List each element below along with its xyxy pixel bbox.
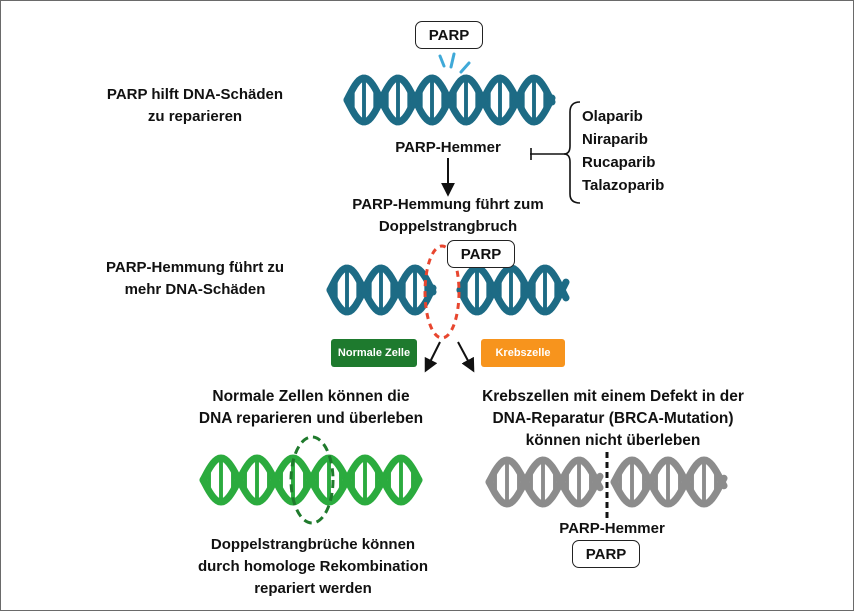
- caption-line: PARP hilft DNA-Schäden: [106, 86, 284, 103]
- caption-line: zu reparieren: [147, 108, 243, 125]
- caption-homologous-recombination: Doppelstrangbrüche können durch homologe…: [185, 534, 441, 600]
- double-strand-break-marker: [423, 244, 461, 340]
- arrow-to-cancer-cell: [457, 341, 475, 373]
- dna-strand: [456, 264, 570, 316]
- dna-helix-unrepaired-right: [610, 456, 728, 508]
- caption-line: Krebszellen mit einem Defekt in der: [482, 388, 744, 405]
- tag-normal-cell: Normale Zelle: [331, 339, 417, 367]
- drug-talazoparib: Talazoparib: [582, 177, 665, 194]
- caption-line: Doppelstrangbrüche können: [210, 536, 416, 553]
- tag-cancer-cell: Krebszelle: [481, 339, 565, 367]
- label-parp-inhibitor: PARP-Hemmer: [395, 139, 501, 156]
- caption-line: Doppelstrangbruch: [378, 218, 518, 235]
- caption-break-result: PARP-Hemmung führt zum Doppelstrangbruch: [330, 194, 566, 238]
- parp-signal-icon: [438, 52, 471, 74]
- label-parp-inhibitor-bottom: PARP-Hemmer: [559, 520, 665, 537]
- arrow-to-normal-cell: [424, 341, 441, 373]
- parp-label-middle: PARP: [447, 240, 515, 268]
- repair-site-marker: [289, 435, 335, 525]
- dna-strand: [326, 264, 437, 316]
- drug-rucaparib: Rucaparib: [582, 154, 656, 171]
- dna-strand: [326, 264, 437, 316]
- dna-helix-repaired: [199, 454, 423, 506]
- drug-bracket: [530, 101, 581, 204]
- caption-line: repariert werden: [254, 580, 372, 597]
- parp-label-bottom: PARP: [572, 540, 640, 568]
- dna-strand: [199, 454, 423, 506]
- caption-line: PARP-Hemmung führt zum: [352, 196, 544, 213]
- caption-line: Normale Zellen können die: [212, 388, 410, 405]
- caption-line: mehr DNA-Schäden: [124, 281, 266, 298]
- dna-helix-intact: [343, 74, 556, 126]
- drug-niraparib: Niraparib: [582, 131, 648, 148]
- caption-line: DNA reparieren und überleben: [198, 410, 424, 427]
- dna-strand: [343, 74, 556, 126]
- dna-strand: [485, 456, 604, 508]
- caption-line: PARP-Hemmung führt zu: [105, 259, 285, 276]
- dna-strand: [456, 264, 570, 316]
- parp-label-top: PARP: [415, 21, 483, 49]
- caption-line: können nicht überleben: [525, 432, 701, 449]
- caption-line: durch homologe Rekombination: [197, 558, 428, 575]
- caption-line: DNA-Reparatur (BRCA-Mutation): [492, 410, 734, 427]
- dna-strand: [485, 456, 604, 508]
- dna-strand: [610, 456, 728, 508]
- parp-text: PARP: [585, 545, 627, 563]
- dna-helix-broken-left: [326, 264, 437, 316]
- caption-more-damage: PARP-Hemmung führt zu mehr DNA-Schäden: [90, 257, 300, 301]
- drug-olaparib: Olaparib: [582, 108, 643, 125]
- dna-helix-unrepaired-left: [485, 456, 604, 508]
- caption-cancer-cells-die: Krebszellen mit einem Defekt in der DNA-…: [468, 386, 758, 452]
- parp-text: PARP: [428, 26, 470, 44]
- caption-parp-helps: PARP hilft DNA-Schäden zu reparieren: [90, 84, 300, 128]
- caption-normal-cells-survive: Normale Zellen können die DNA reparieren…: [186, 386, 436, 430]
- dna-strand: [610, 456, 728, 508]
- parp-text: PARP: [460, 245, 502, 263]
- dna-helix-broken-right: [456, 264, 570, 316]
